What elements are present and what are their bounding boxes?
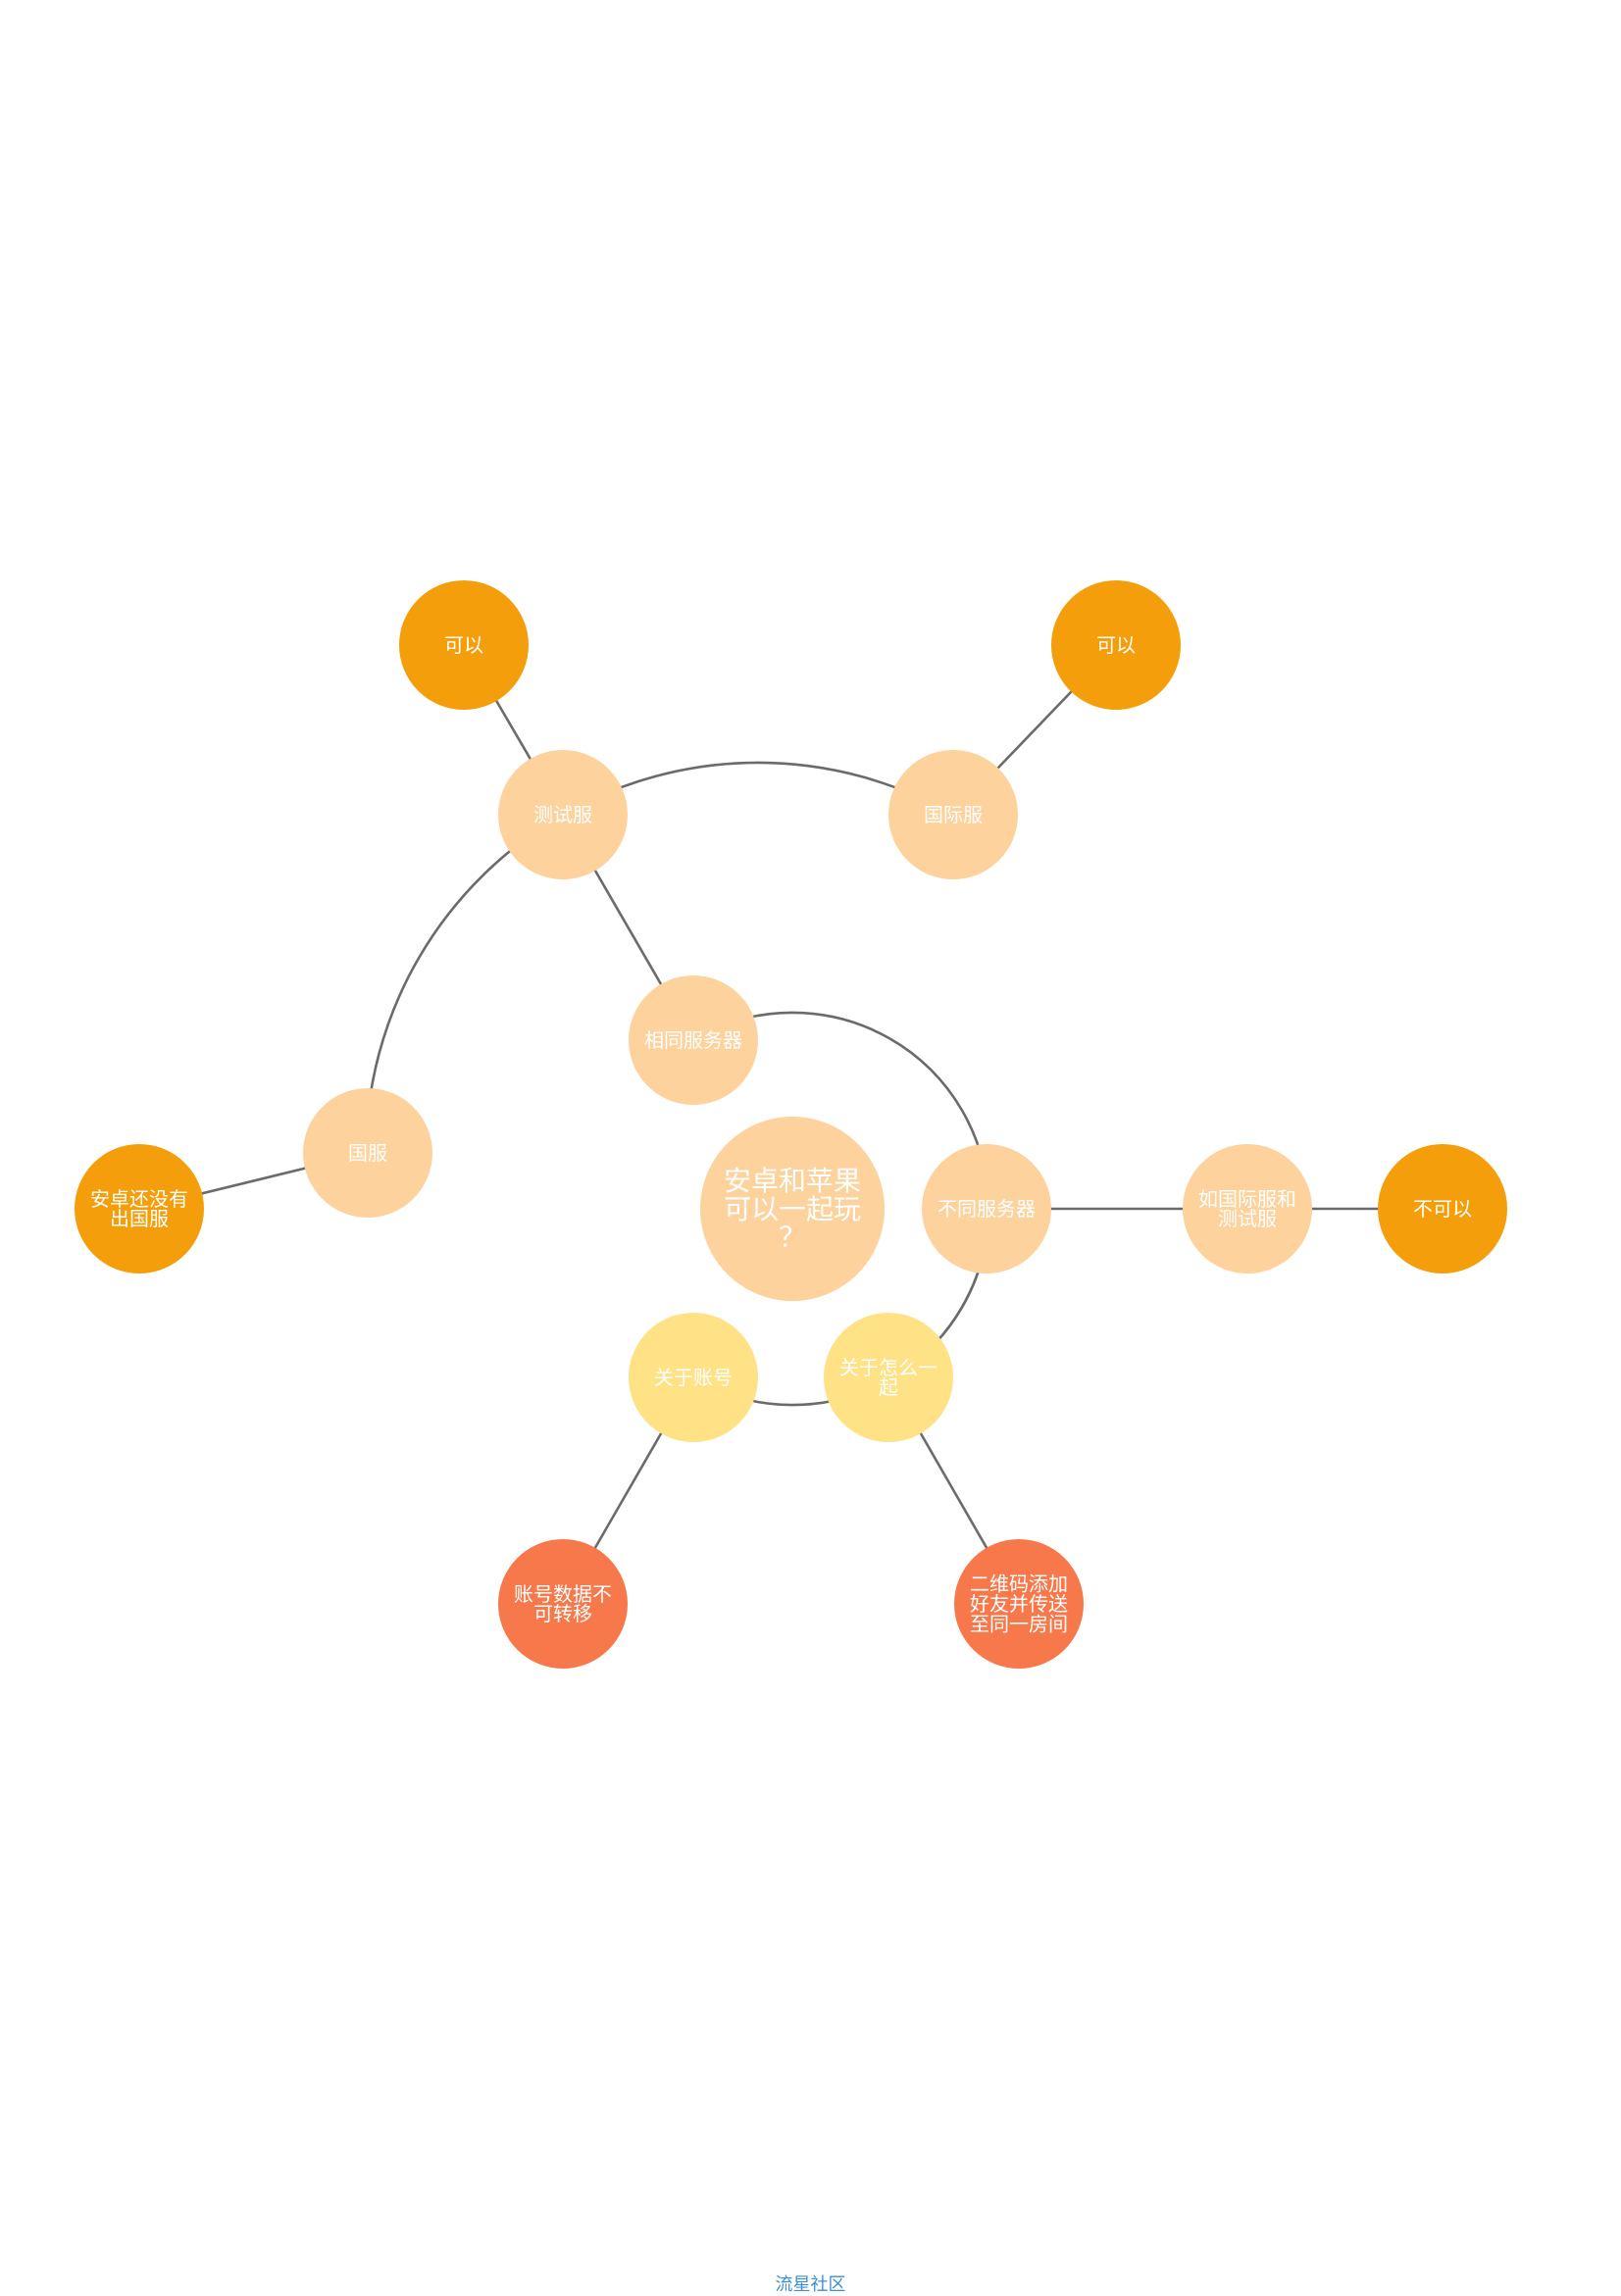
node-account-data-bubble — [498, 1539, 628, 1669]
node-about-howto-label-line: 关于怎么一 — [839, 1356, 937, 1379]
node-about-howto-label-line: 起 — [879, 1375, 898, 1399]
node-test-server-label-line: 测试服 — [533, 803, 592, 826]
node-test-yes-bubble — [399, 580, 529, 710]
node-diff-server-bubble — [922, 1144, 1051, 1273]
node-cannot[interactable]: 不可以 — [1378, 1144, 1507, 1273]
node-cn-server-label-line: 国服 — [348, 1141, 387, 1165]
node-intl-server-bubble — [888, 750, 1018, 879]
node-intl-yes-label-line: 可以 — [1096, 633, 1136, 657]
node-cn-android-bubble — [75, 1144, 204, 1273]
node-account-data-label-line: 可转移 — [533, 1602, 592, 1625]
node-test-server-bubble — [498, 750, 628, 879]
node-about-account-label-line: 关于账号 — [654, 1366, 733, 1389]
nodes-layer: 安卓和苹果可以一起玩？相同服务器不同服务器关于账号关于怎么一起测试服国际服国服可… — [75, 580, 1507, 1669]
node-center-bubble — [700, 1117, 885, 1301]
node-account-data-label-line: 账号数据不 — [514, 1582, 612, 1606]
node-qr-add-label-line: 至同一房间 — [970, 1612, 1068, 1635]
footer-watermark[interactable]: 流星社区 — [775, 2274, 846, 2295]
node-intl-yes[interactable]: 可以 — [1051, 580, 1181, 710]
node-same-server-label-line: 相同服务器 — [644, 1028, 742, 1052]
node-diff-server-label-line: 不同服务器 — [937, 1197, 1036, 1221]
node-intl-server[interactable]: 国际服 — [888, 750, 1018, 879]
node-intl-yes-bubble — [1051, 580, 1181, 710]
node-center-label-line: ？ — [779, 1221, 806, 1253]
node-about-howto-bubble — [824, 1313, 953, 1442]
node-center-label-line: 安卓和苹果 — [724, 1165, 861, 1197]
node-cn-android-label-line: 出国服 — [110, 1207, 169, 1230]
node-diff-server[interactable]: 不同服务器 — [922, 1144, 1051, 1273]
node-intl-and-test-label-line: 测试服 — [1218, 1207, 1277, 1230]
node-qr-add-bubble — [954, 1539, 1084, 1669]
node-same-server-bubble — [629, 975, 758, 1105]
node-cn-server[interactable]: 国服 — [303, 1088, 432, 1218]
node-test-yes[interactable]: 可以 — [399, 580, 529, 710]
node-test-yes-label-line: 可以 — [444, 633, 483, 657]
node-intl-and-test-label-line: 如国际服和 — [1198, 1187, 1296, 1211]
node-qr-add-label-line: 二维码添加 — [970, 1572, 1068, 1596]
node-qr-add-label-line: 好友并传送 — [970, 1592, 1068, 1616]
node-intl-server-label-line: 国际服 — [924, 803, 983, 826]
node-about-account-bubble — [629, 1313, 758, 1442]
node-about-account[interactable]: 关于账号 — [629, 1313, 758, 1442]
node-cannot-label-line: 不可以 — [1413, 1197, 1472, 1221]
node-test-server[interactable]: 测试服 — [498, 750, 628, 879]
node-cn-server-bubble — [303, 1088, 432, 1218]
node-same-server[interactable]: 相同服务器 — [629, 975, 758, 1105]
node-intl-and-test-bubble — [1183, 1144, 1312, 1273]
node-cannot-bubble — [1378, 1144, 1507, 1273]
node-cn-android-label-line: 安卓还没有 — [90, 1187, 188, 1211]
node-center-label-line: 可以一起玩 — [724, 1193, 861, 1225]
